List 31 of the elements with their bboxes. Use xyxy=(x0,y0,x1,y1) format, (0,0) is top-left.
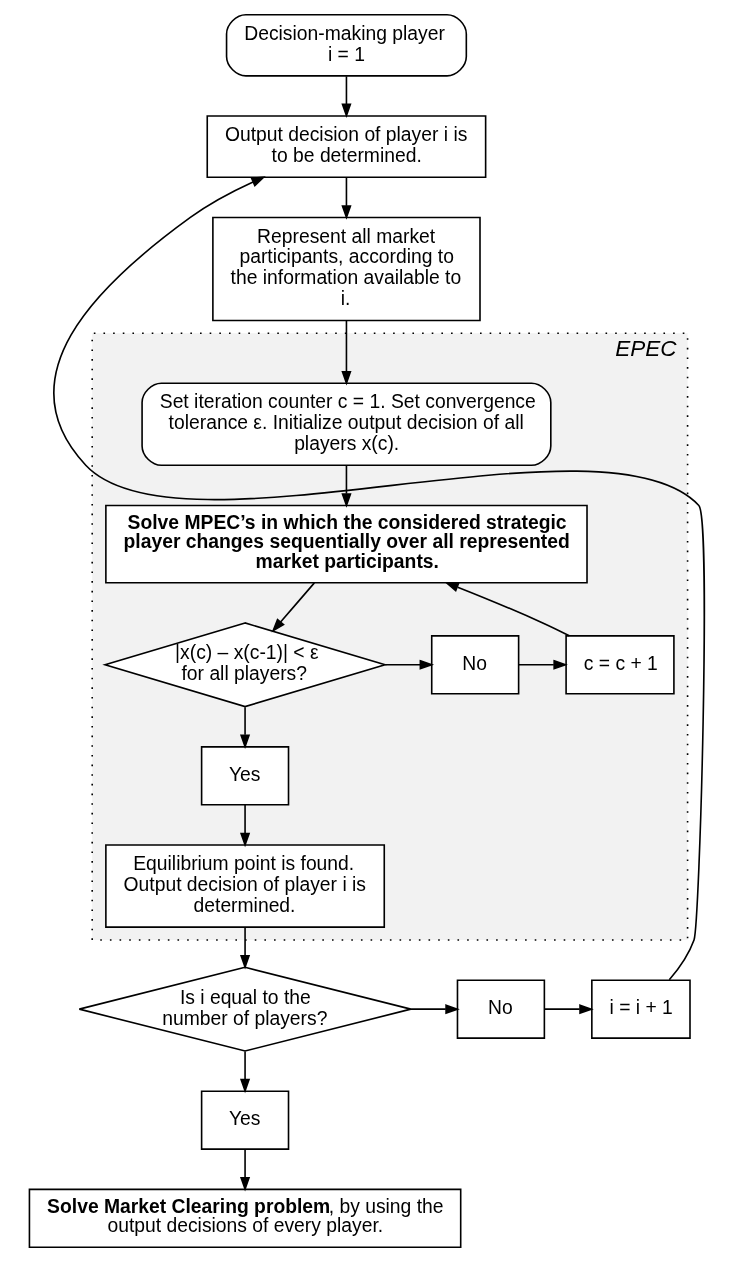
node-box: Decision-making player i = 1 xyxy=(225,13,468,77)
node-box: i = i + 1 xyxy=(591,979,691,1039)
node-box: Equilibrium point is found. Output decision of player i is determined. xyxy=(105,844,386,928)
node-box: Represent all market participants, according to the information available to i. xyxy=(212,216,481,322)
arrow xyxy=(384,659,435,670)
arrow xyxy=(240,926,251,970)
arrow xyxy=(341,464,352,508)
arrow xyxy=(240,1148,251,1192)
node-box: Yes xyxy=(200,746,290,806)
node-box: Solve Market Clearing problem, by using the output decisions of every player. xyxy=(28,1188,462,1249)
arrow xyxy=(240,804,251,848)
node-box: No xyxy=(430,635,520,695)
node-box: No xyxy=(456,979,546,1039)
node-diamond: |x(c) – x(c-1)| < ε for all players? xyxy=(102,622,388,708)
arrow xyxy=(341,75,352,119)
node-box: Set iteration counter c = 1. Set convergence tolerance ε. Initialize output decision of all players x(c). xyxy=(141,382,552,467)
arrow xyxy=(341,176,352,220)
node-box: c = c + 1 xyxy=(565,635,675,695)
node-diamond: Is i equal to the number of players? xyxy=(78,966,412,1052)
arrow xyxy=(543,1004,594,1015)
arrow xyxy=(271,582,316,633)
node-box: Output decision of player i is to be determined. xyxy=(206,115,487,178)
arrow xyxy=(517,659,568,670)
arrow xyxy=(444,581,571,637)
arrow xyxy=(53,176,706,981)
arrow xyxy=(341,319,352,386)
node-box: Yes xyxy=(200,1090,290,1150)
arrow xyxy=(240,706,251,749)
node-box: Solve MPEC’s in which the considered strategic player changes sequentially over all represented market participants. xyxy=(105,504,588,584)
arrow xyxy=(240,1050,251,1094)
arrow xyxy=(410,1004,460,1015)
